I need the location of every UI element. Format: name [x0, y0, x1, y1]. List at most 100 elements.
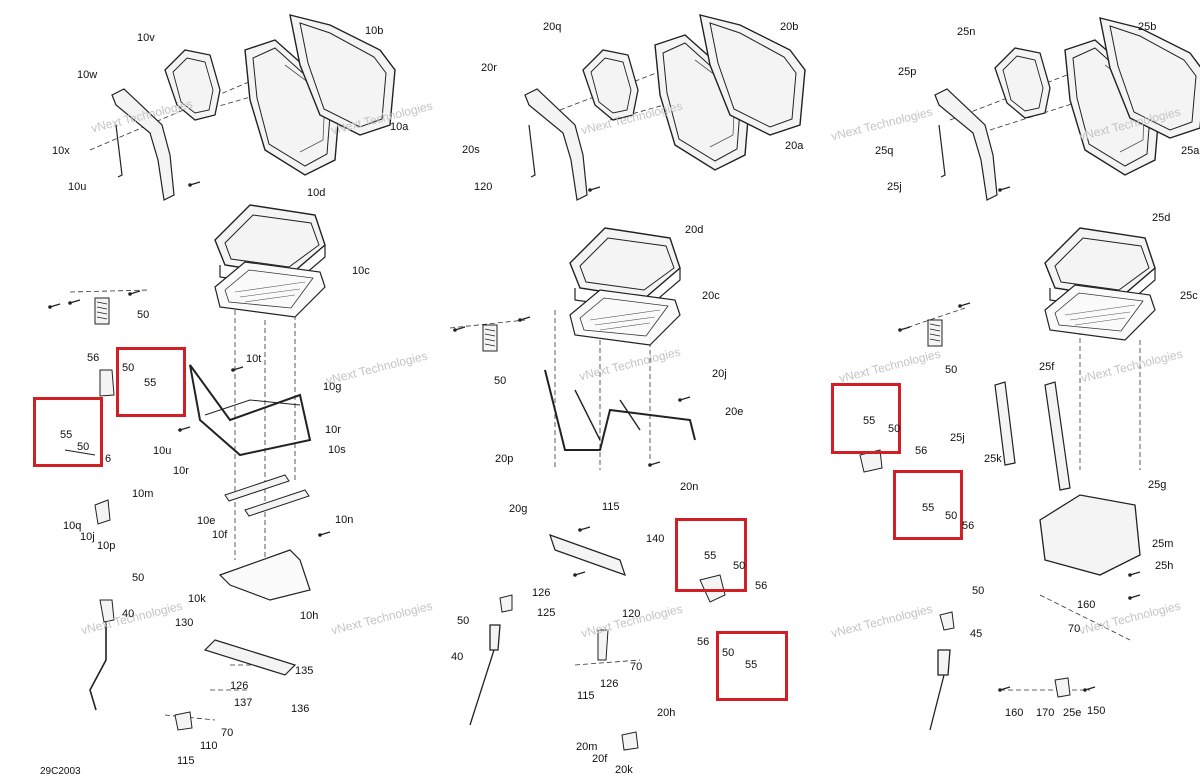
- callout-10g: 10g: [323, 381, 342, 393]
- highlight-box: [33, 397, 103, 467]
- callout-170: 170: [1036, 707, 1055, 719]
- callout-126: 126: [532, 587, 551, 599]
- callout-45: 45: [970, 628, 983, 640]
- callout-10e: 10e: [197, 515, 216, 527]
- callout-20m: 20m: [576, 741, 598, 753]
- callout-56: 56: [87, 352, 100, 364]
- callout-25a: 25a: [1181, 145, 1200, 157]
- callout-10d: 10d: [307, 187, 326, 199]
- callout-10a: 10a: [390, 121, 409, 133]
- callout-20b: 20b: [780, 21, 799, 33]
- callout-20n: 20n: [680, 481, 699, 493]
- callout-50: 50: [494, 375, 507, 387]
- callout-50: 50: [888, 423, 901, 435]
- callout-10s: 10s: [328, 444, 346, 456]
- callout-150: 150: [1087, 705, 1106, 717]
- callout-10c: 10c: [352, 265, 370, 277]
- callout-56: 56: [962, 520, 975, 532]
- callout-10f: 10f: [212, 529, 228, 541]
- callout-25q: 25q: [875, 145, 894, 157]
- callout-25e: 25e: [1063, 707, 1082, 719]
- callout-25k: 25k: [984, 453, 1002, 465]
- callout-135: 135: [295, 665, 314, 677]
- callout-130: 130: [175, 617, 194, 629]
- diagram-code: 29C2003: [40, 766, 81, 777]
- callout-50: 50: [137, 309, 150, 321]
- callout-25j: 25j: [887, 181, 902, 193]
- callout-115: 115: [177, 755, 195, 767]
- callout-25b: 25b: [1138, 21, 1157, 33]
- callout-10k: 10k: [188, 593, 206, 605]
- callout-20c: 20c: [702, 290, 720, 302]
- callout-126: 126: [600, 678, 619, 690]
- callout-10u: 10u: [68, 181, 87, 193]
- callout-25n: 25n: [957, 26, 976, 38]
- callout-10q: 10q: [63, 520, 82, 532]
- callout-20r: 20r: [481, 62, 497, 74]
- callout-20h: 20h: [657, 707, 676, 719]
- callout-50: 50: [945, 510, 958, 522]
- callout-20j: 20j: [712, 368, 727, 380]
- callout-55: 55: [144, 377, 157, 389]
- callout-6: 6: [105, 453, 112, 465]
- callout-160: 160: [1005, 707, 1024, 719]
- callout-10n: 10n: [335, 514, 354, 526]
- callout-20s: 20s: [462, 144, 480, 156]
- callout-25g: 25g: [1148, 479, 1167, 491]
- callout-55: 55: [863, 415, 876, 427]
- callout-25m: 25m: [1152, 538, 1174, 550]
- callout-120: 120: [622, 608, 641, 620]
- highlight-box: [831, 383, 901, 454]
- callout-55: 55: [60, 429, 73, 441]
- callout-20k: 20k: [615, 764, 633, 776]
- callout-20q: 20q: [543, 21, 562, 33]
- callout-20p: 20p: [495, 453, 514, 465]
- callout-10b: 10b: [365, 25, 384, 37]
- highlight-box: [675, 518, 747, 592]
- callout-120: 120: [474, 181, 493, 193]
- callout-10u: 10u: [153, 445, 172, 457]
- callout-50: 50: [122, 362, 135, 374]
- callout-50: 50: [132, 572, 145, 584]
- callout-110: 110: [200, 740, 218, 752]
- callout-40: 40: [122, 608, 135, 620]
- callout-56: 56: [915, 445, 928, 457]
- callout-50: 50: [733, 560, 746, 572]
- callout-55: 55: [704, 550, 717, 562]
- callout-55: 55: [922, 502, 935, 514]
- callout-25h: 25h: [1155, 560, 1174, 572]
- callout-10m: 10m: [132, 488, 154, 500]
- callout-10j: 10j: [80, 531, 95, 543]
- callout-20a: 20a: [785, 140, 804, 152]
- callout-160: 160: [1077, 599, 1096, 611]
- callout-50: 50: [457, 615, 470, 627]
- callout-115: 115: [577, 690, 595, 702]
- callout-136: 136: [291, 703, 310, 715]
- callout-20e: 20e: [725, 406, 744, 418]
- callout-50: 50: [77, 441, 90, 453]
- callout-20f: 20f: [592, 753, 608, 765]
- callout-70: 70: [1068, 623, 1081, 635]
- callout-70: 70: [221, 727, 234, 739]
- callout-10t: 10t: [246, 353, 262, 365]
- callout-10x: 10x: [52, 145, 70, 157]
- callout-25p: 25p: [898, 66, 917, 78]
- callout-50: 50: [945, 364, 958, 376]
- callout-50: 50: [722, 647, 735, 659]
- callout-25f: 25f: [1039, 361, 1055, 373]
- callout-140: 140: [646, 533, 665, 545]
- callout-10v: 10v: [137, 32, 155, 44]
- callout-115: 115: [602, 501, 620, 513]
- callout-50: 50: [972, 585, 985, 597]
- callout-25d: 25d: [1152, 212, 1171, 224]
- callout-10w: 10w: [77, 69, 98, 81]
- callout-25j: 25j: [950, 432, 965, 444]
- callout-40: 40: [451, 651, 464, 663]
- highlight-box: [893, 470, 963, 540]
- callout-137: 137: [234, 697, 253, 709]
- callout-20g: 20g: [509, 503, 528, 515]
- callout-55: 55: [745, 659, 758, 671]
- callout-10r: 10r: [325, 424, 341, 436]
- callout-56: 56: [755, 580, 768, 592]
